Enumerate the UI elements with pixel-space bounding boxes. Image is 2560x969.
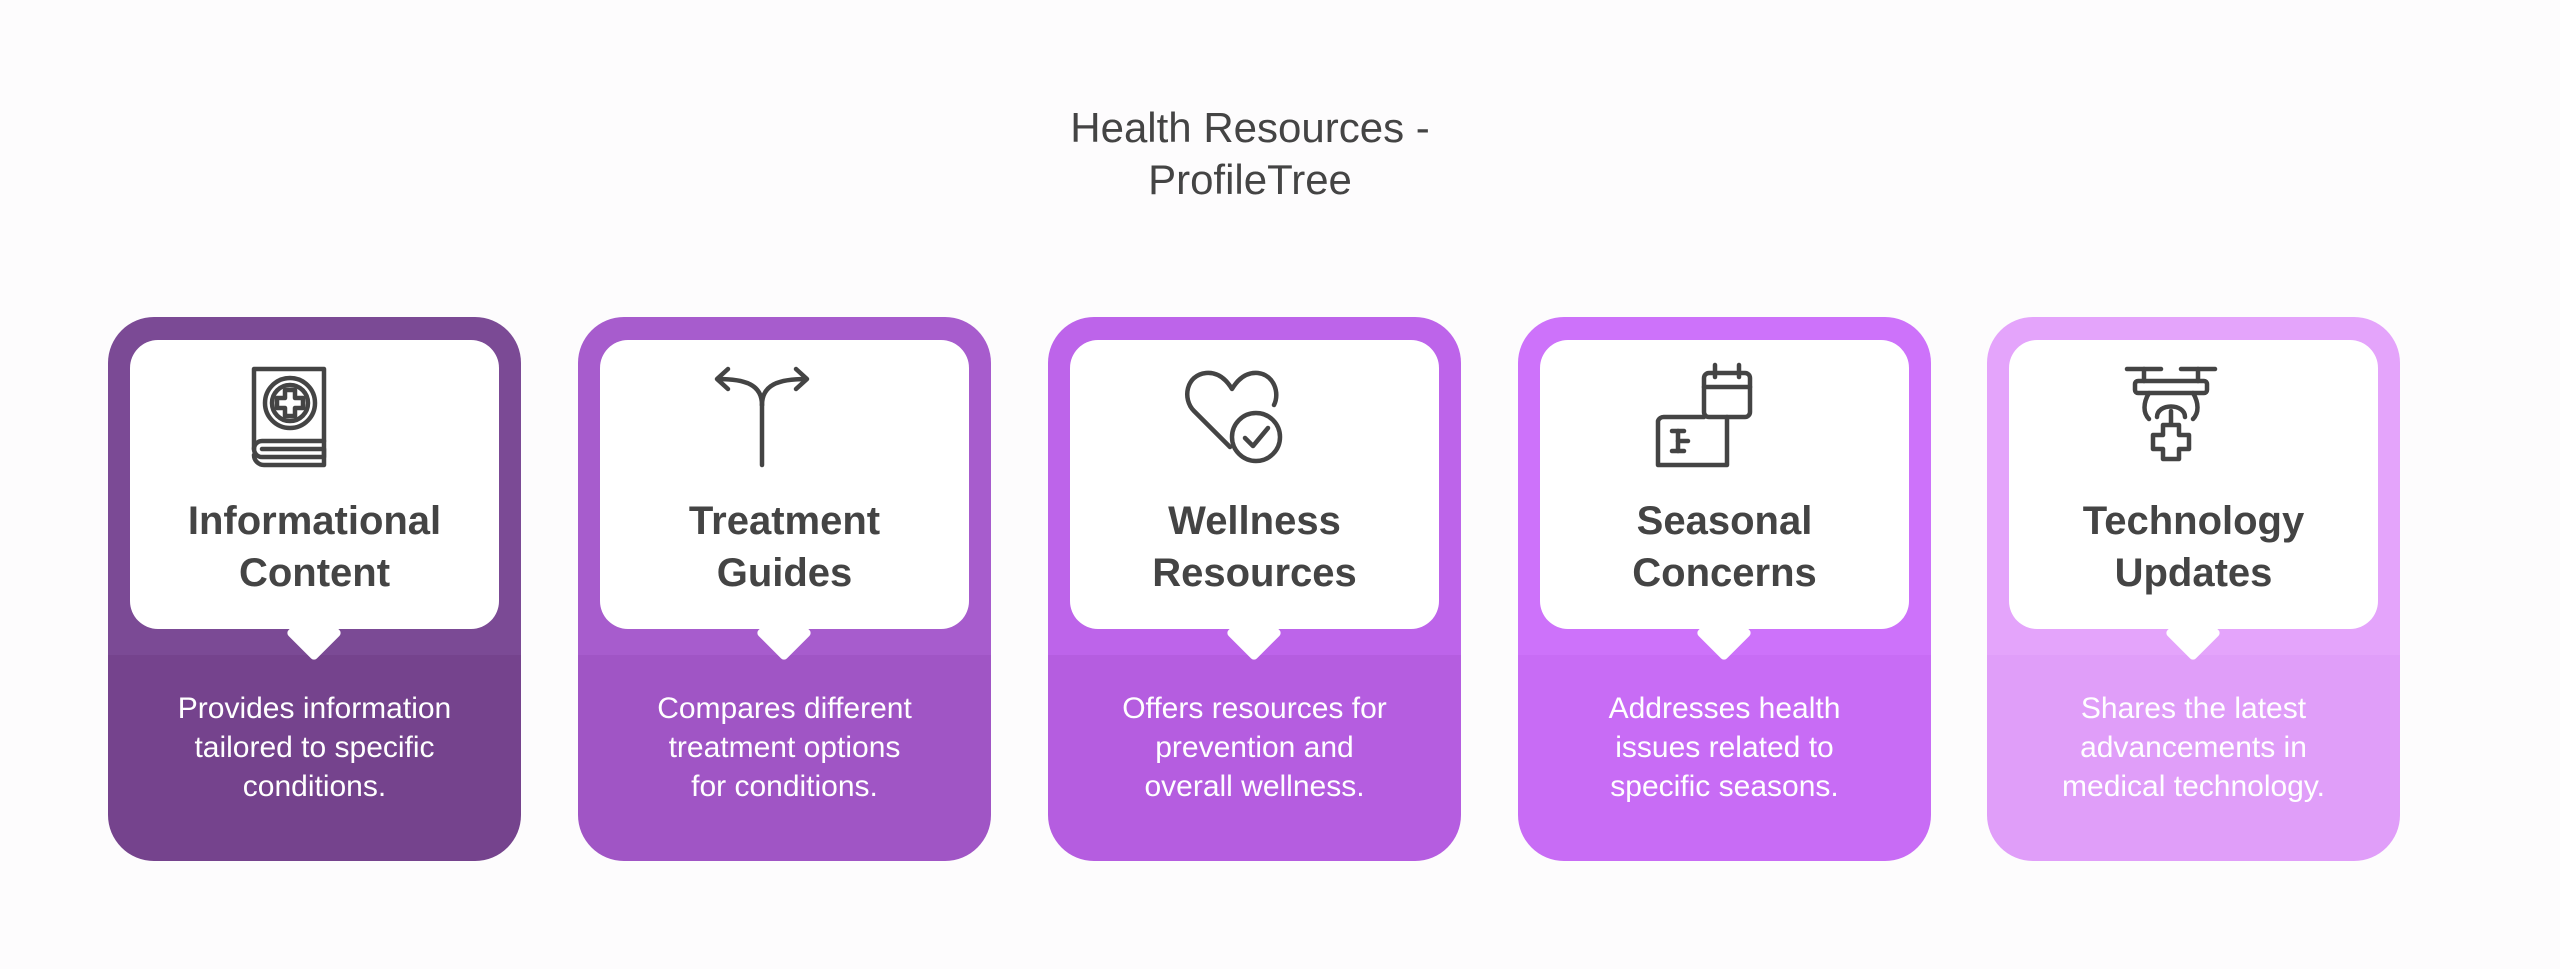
card-bottom-band — [578, 655, 991, 861]
card-label-box — [130, 340, 499, 629]
card-label-box — [600, 340, 969, 629]
card-bottom-band — [108, 655, 521, 861]
card-description-line-1: Shares the latest — [2080, 692, 2307, 725]
card-description-line-1: Addresses health — [1608, 692, 1841, 725]
card-description-line-2: treatment options — [668, 731, 901, 764]
card-heading: Seasonal Concerns — [1540, 495, 1909, 599]
split-arrows-icon — [712, 361, 812, 471]
card-bottom-band — [1518, 655, 1931, 861]
card-technology-updates: Technology Updates Shares the latest adv… — [1987, 317, 2400, 861]
card-description: Compares different treatment options for… — [598, 689, 971, 806]
card-description-line-3: medical technology. — [2062, 770, 2325, 803]
calendar-thermometer-icon — [1652, 361, 1753, 471]
card-description-line-1: Offers resources for — [1122, 692, 1387, 725]
card-description: Offers resources for prevention and over… — [1068, 689, 1441, 806]
card-informational-content: Informational Content Provides informati… — [108, 317, 521, 861]
title-line-1: Health Resources - — [1070, 104, 1430, 151]
card-heading-line-1: Seasonal — [1636, 499, 1813, 543]
card-wellness-resources: Wellness Resources Offers resources for … — [1048, 317, 1461, 861]
card-heading-line-1: Wellness — [1168, 499, 1341, 543]
card-heading-line-2: Resources — [1152, 551, 1357, 595]
card-treatment-guides: Treatment Guides Compares different trea… — [578, 317, 991, 861]
card-heading-line-1: Technology — [2082, 499, 2305, 543]
card-description: Shares the latest advancements in medica… — [2007, 689, 2380, 806]
card-description: Addresses health issues related to speci… — [1538, 689, 1911, 806]
card-description-line-3: conditions. — [242, 770, 387, 803]
card-heading: Wellness Resources — [1070, 495, 1439, 599]
card-heading-line-2: Updates — [2114, 551, 2273, 595]
card-heading-line-2: Content — [238, 551, 391, 595]
title-line-2: ProfileTree — [1148, 156, 1352, 203]
diagram-title: Health Resources - ProfileTree — [0, 102, 2500, 206]
card-heading: Technology Updates — [2009, 495, 2378, 599]
card-description-line-2: tailored to specific — [194, 731, 435, 764]
card-heading-line-1: Informational — [187, 499, 442, 543]
heart-check-icon — [1182, 361, 1283, 471]
card-heading-line-1: Treatment — [688, 499, 881, 543]
cards-row: Informational Content Provides informati… — [108, 317, 2400, 861]
card-description-line-1: Provides information — [177, 692, 452, 725]
card-label-box — [2009, 340, 2378, 629]
card-description-line-2: advancements in — [2080, 731, 2307, 764]
card-seasonal-concerns: Seasonal Concerns Addresses health issue… — [1518, 317, 1931, 861]
card-description-line-3: specific seasons. — [1610, 770, 1839, 803]
card-bottom-band — [1987, 655, 2400, 861]
card-description-line-2: prevention and — [1155, 731, 1354, 764]
card-label-box — [1070, 340, 1439, 629]
card-heading: Treatment Guides — [600, 495, 969, 599]
card-heading-line-2: Concerns — [1632, 551, 1817, 595]
medical-drone-icon — [2121, 361, 2221, 471]
card-heading: Informational Content — [130, 495, 499, 599]
card-description: Provides information tailored to specifi… — [128, 689, 501, 806]
card-description-line-1: Compares different — [657, 692, 912, 725]
card-heading-line-2: Guides — [716, 551, 853, 595]
medical-book-icon — [242, 361, 342, 471]
card-description-line-2: issues related to — [1615, 731, 1834, 764]
card-description-line-3: overall wellness. — [1144, 770, 1365, 803]
card-bottom-band — [1048, 655, 1461, 861]
card-description-line-3: for conditions. — [691, 770, 878, 803]
